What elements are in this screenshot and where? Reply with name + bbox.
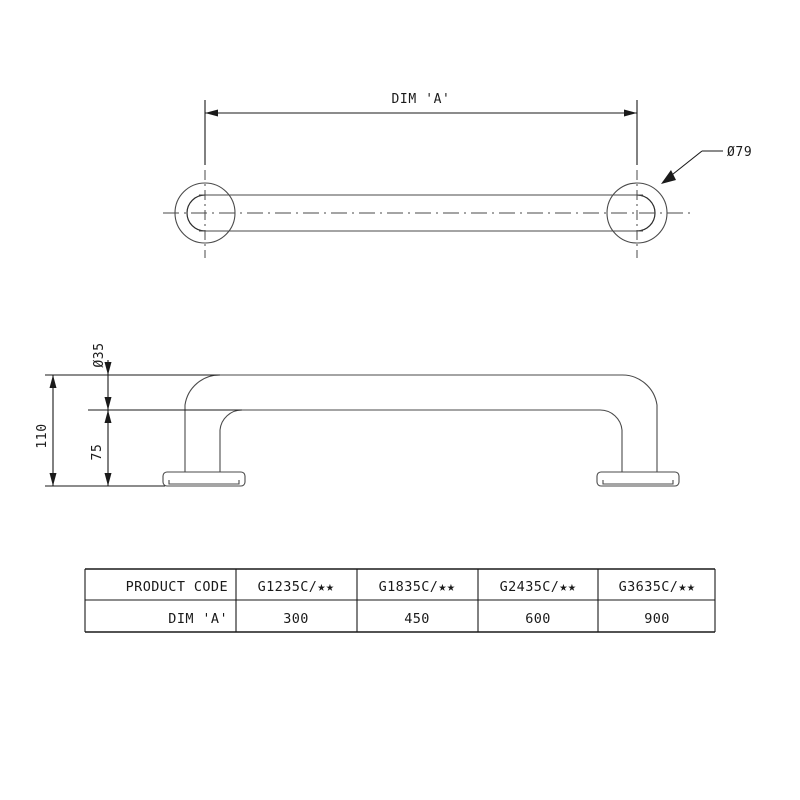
right-base-plate-outer <box>596 471 680 487</box>
plan-left-flange <box>174 170 236 258</box>
dim-a-arrow-left <box>205 109 218 117</box>
tube-diameter-callout: Ø35 <box>92 342 112 412</box>
table-cell-code-2: G1835C/★★ <box>379 579 456 595</box>
side-elevation-view: Ø35 110 75 <box>35 342 680 487</box>
flange-diameter-callout: Ø79 <box>661 145 752 184</box>
overall-height-dimension: 110 <box>35 375 57 486</box>
left-base-plate-inner-edge <box>168 480 240 485</box>
centre-height-dimension: 75 <box>90 410 112 486</box>
table-cell-code-3: G2435C/★★ <box>500 579 577 595</box>
tube-diameter-arrow-top <box>104 362 112 375</box>
overall-height-label: 110 <box>35 423 50 448</box>
right-base-plate-inner-edge <box>602 480 674 485</box>
dim-a-dimension: DIM 'A' <box>204 92 638 165</box>
height-75-arrow-top <box>104 410 112 423</box>
height-75-arrow-bottom <box>104 473 112 486</box>
tube-diameter-label: Ø35 <box>92 342 107 367</box>
rail-inner-profile <box>219 409 623 472</box>
elevation-left-base-plate <box>162 471 246 487</box>
table-cell-code-1: G1235C/★★ <box>258 579 335 595</box>
table-cell-dim-1: 300 <box>283 611 309 627</box>
table-cell-dim-3: 600 <box>525 611 551 627</box>
product-code-table: PRODUCT CODE G1235C/★★ G1835C/★★ G2435C/… <box>84 568 716 633</box>
rail-outer-profile <box>184 374 658 472</box>
elevation-right-base-plate <box>596 471 680 487</box>
left-base-plate-outer <box>162 471 246 487</box>
table-row-header-dim-a: DIM 'A' <box>168 611 228 627</box>
plan-tube-body <box>199 194 643 232</box>
tube-diameter-arrow-bottom <box>104 397 112 410</box>
flange-diameter-label: Ø79 <box>727 145 752 160</box>
centre-height-label: 75 <box>90 444 105 461</box>
dim-a-arrow-right <box>624 109 637 117</box>
height-110-arrow-bottom <box>49 473 57 486</box>
height-110-arrow-top <box>49 375 57 388</box>
table-cell-dim-4: 900 <box>644 611 670 627</box>
table-cell-dim-2: 450 <box>404 611 430 627</box>
plan-view: DIM 'A' <box>163 92 752 258</box>
table-cell-code-4: G3635C/★★ <box>619 579 696 595</box>
left-tube-end-cap-arc <box>186 194 206 232</box>
flange-diameter-arrow <box>661 170 676 184</box>
plan-right-flange <box>606 170 668 258</box>
dim-a-label: DIM 'A' <box>392 92 451 107</box>
table-row-header-product-code: PRODUCT CODE <box>126 579 228 595</box>
